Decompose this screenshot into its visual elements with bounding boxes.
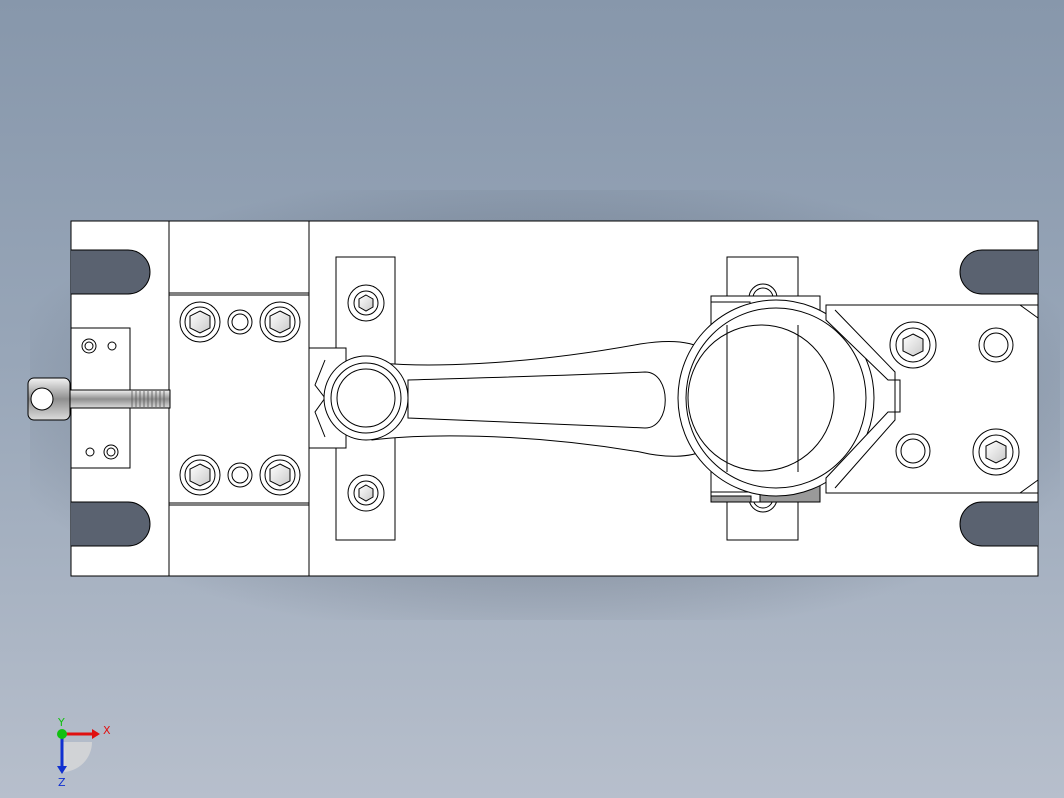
right-top-slot bbox=[959, 249, 1038, 295]
right-bottom-slot bbox=[959, 501, 1038, 547]
left-top-slot bbox=[71, 249, 151, 295]
y-axis-label: Y bbox=[57, 716, 65, 729]
y-axis-icon bbox=[57, 729, 67, 739]
screw-shaft[interactable] bbox=[54, 389, 171, 409]
bolt-group-left bbox=[179, 301, 301, 496]
coordinate-triad: X Y Z bbox=[40, 712, 120, 792]
z-axis-label: Z bbox=[58, 776, 66, 789]
x-axis-label: X bbox=[103, 724, 111, 737]
left-bottom-slot bbox=[71, 501, 151, 547]
